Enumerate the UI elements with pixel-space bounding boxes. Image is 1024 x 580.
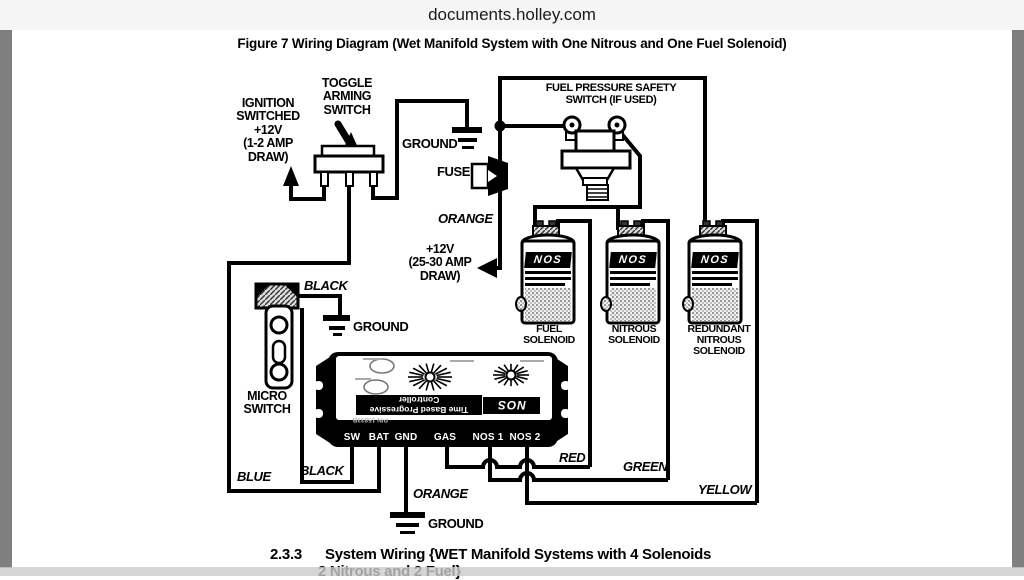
dial-ray	[432, 364, 442, 374]
redundant-solenoid-nos-logo: NOS	[691, 252, 739, 268]
dial-ray	[412, 379, 426, 387]
dial-ray	[409, 371, 424, 377]
label-ground-mid: GROUND	[353, 319, 409, 334]
terminal-nos1: NOS 1	[472, 432, 504, 443]
dial-ray	[425, 381, 430, 391]
toggle-switch-drawing	[313, 120, 385, 187]
controller-model-text: Time Based Progressive Controller	[356, 395, 482, 415]
wire-toggle-to-ground	[371, 99, 469, 200]
terminal-bat: BAT	[368, 432, 390, 443]
dial-ray	[494, 369, 506, 375]
label-wire-blue: BLUE	[237, 469, 271, 484]
dial-ray	[434, 367, 448, 375]
dial-center	[505, 369, 517, 381]
wire-fps-to-solenoid-bus	[533, 131, 642, 230]
label-wire-black-bottom: BLACK	[300, 463, 344, 478]
dial-ray	[436, 371, 451, 377]
ground-symbol-top	[452, 127, 482, 149]
dial-ray	[512, 364, 519, 373]
fuel-pressure-switch-drawing	[560, 115, 632, 201]
dial-ray	[434, 379, 448, 387]
dial-ray	[432, 380, 442, 390]
wire-black-micro-to-ground	[296, 294, 342, 315]
label-wire-red: RED	[559, 450, 586, 465]
arrow-left-12v	[477, 258, 497, 278]
dial-ray	[436, 377, 451, 383]
dial-ray	[516, 369, 528, 375]
dial-ray	[418, 364, 428, 374]
label-fuel-pressure-safety-switch: FUEL PRESSURE SAFETY SWITCH (IF USED)	[545, 82, 677, 106]
label-fuse: FUSE	[437, 164, 471, 179]
dial-ray	[514, 366, 525, 374]
dial-ray	[430, 363, 435, 373]
dial-center	[424, 371, 436, 383]
dial-ray	[497, 366, 508, 374]
wire-blue-toggle-to-bat	[227, 186, 381, 493]
wire-black-micro-to-sw	[300, 308, 354, 484]
label-wire-yellow: YELLOW	[698, 482, 752, 497]
document-page[interactable]	[12, 30, 1012, 576]
address-bar-url[interactable]: documents.holley.com	[428, 5, 596, 24]
junction-dot	[494, 120, 506, 132]
dial-ray	[412, 367, 426, 375]
label-ignition-switched-12v: IGNITION SWITCHED +12V (1-2 AMP DRAW)	[236, 96, 300, 164]
arrow-up-ignition	[283, 166, 299, 186]
ground-symbol-mid	[323, 315, 350, 336]
micro-switch-drawing	[254, 282, 300, 390]
controller-nos-logo: NOS	[483, 397, 540, 414]
terminal-sw: SW	[343, 432, 361, 443]
label-ground-top: GROUND	[402, 136, 458, 151]
label-wire-orange-top: ORANGE	[438, 211, 493, 226]
dial-ray	[430, 381, 435, 391]
label-nitrous-solenoid: NITROUS SOLENOID	[608, 323, 660, 347]
terminal-gnd: GND	[394, 432, 418, 443]
figure-title: Figure 7 Wiring Diagram (Wet Manifold Sy…	[237, 36, 787, 51]
dial-ray	[516, 375, 528, 381]
section-number: 2.3.3	[270, 546, 302, 563]
controller-name-line2: Controller	[356, 395, 482, 405]
dial-ray	[409, 377, 424, 383]
label-ground-bottom: GROUND	[428, 516, 484, 531]
controller-part-number: P/N 15833B	[352, 416, 388, 423]
bottom-edge-scrim	[0, 567, 1024, 576]
dial-ray	[503, 377, 510, 386]
fuel-solenoid-nos-logo: NOS	[524, 252, 572, 268]
label-wire-green: GREEN	[623, 459, 668, 474]
dial-ray	[494, 375, 506, 381]
dial-ray	[425, 363, 430, 373]
redundant-nitrous-solenoid-drawing	[682, 220, 743, 325]
wire-yellow-nos2	[525, 447, 757, 505]
dial-ray	[512, 377, 519, 386]
nitrous-solenoid-nos-logo: NOS	[609, 252, 657, 268]
fuse-drawing	[470, 156, 508, 196]
wire-red-gas	[445, 447, 590, 469]
dial-ray	[418, 380, 428, 390]
label-wire-black-top: BLACK	[304, 278, 348, 293]
label-wire-orange-bottom: ORANGE	[413, 486, 468, 501]
label-toggle-arming-switch: TOGGLE ARMING SWITCH	[321, 76, 373, 117]
label-micro-switch: MICRO SWITCH	[243, 389, 291, 417]
label-redundant-nitrous-solenoid: REDUNDANT NITROUS SOLENOID	[687, 323, 751, 358]
label-12v-25-30-amp: +12V (25-30 AMP DRAW)	[408, 242, 472, 283]
section-title-line1: System Wiring {WET Manifold Systems with…	[325, 546, 711, 563]
nitrous-solenoid-drawing	[600, 220, 661, 325]
terminal-gas: GAS	[433, 432, 457, 443]
ground-symbol-bottom	[390, 512, 425, 534]
label-fuel-solenoid: FUEL SOLENOID	[523, 323, 575, 347]
dial-ray	[503, 364, 510, 373]
wire-ignition-to-toggle	[289, 184, 326, 201]
terminal-nos2: NOS 2	[509, 432, 541, 443]
dial-ray	[497, 376, 508, 384]
dial-ray	[514, 376, 525, 384]
fuel-solenoid-drawing	[515, 220, 576, 325]
